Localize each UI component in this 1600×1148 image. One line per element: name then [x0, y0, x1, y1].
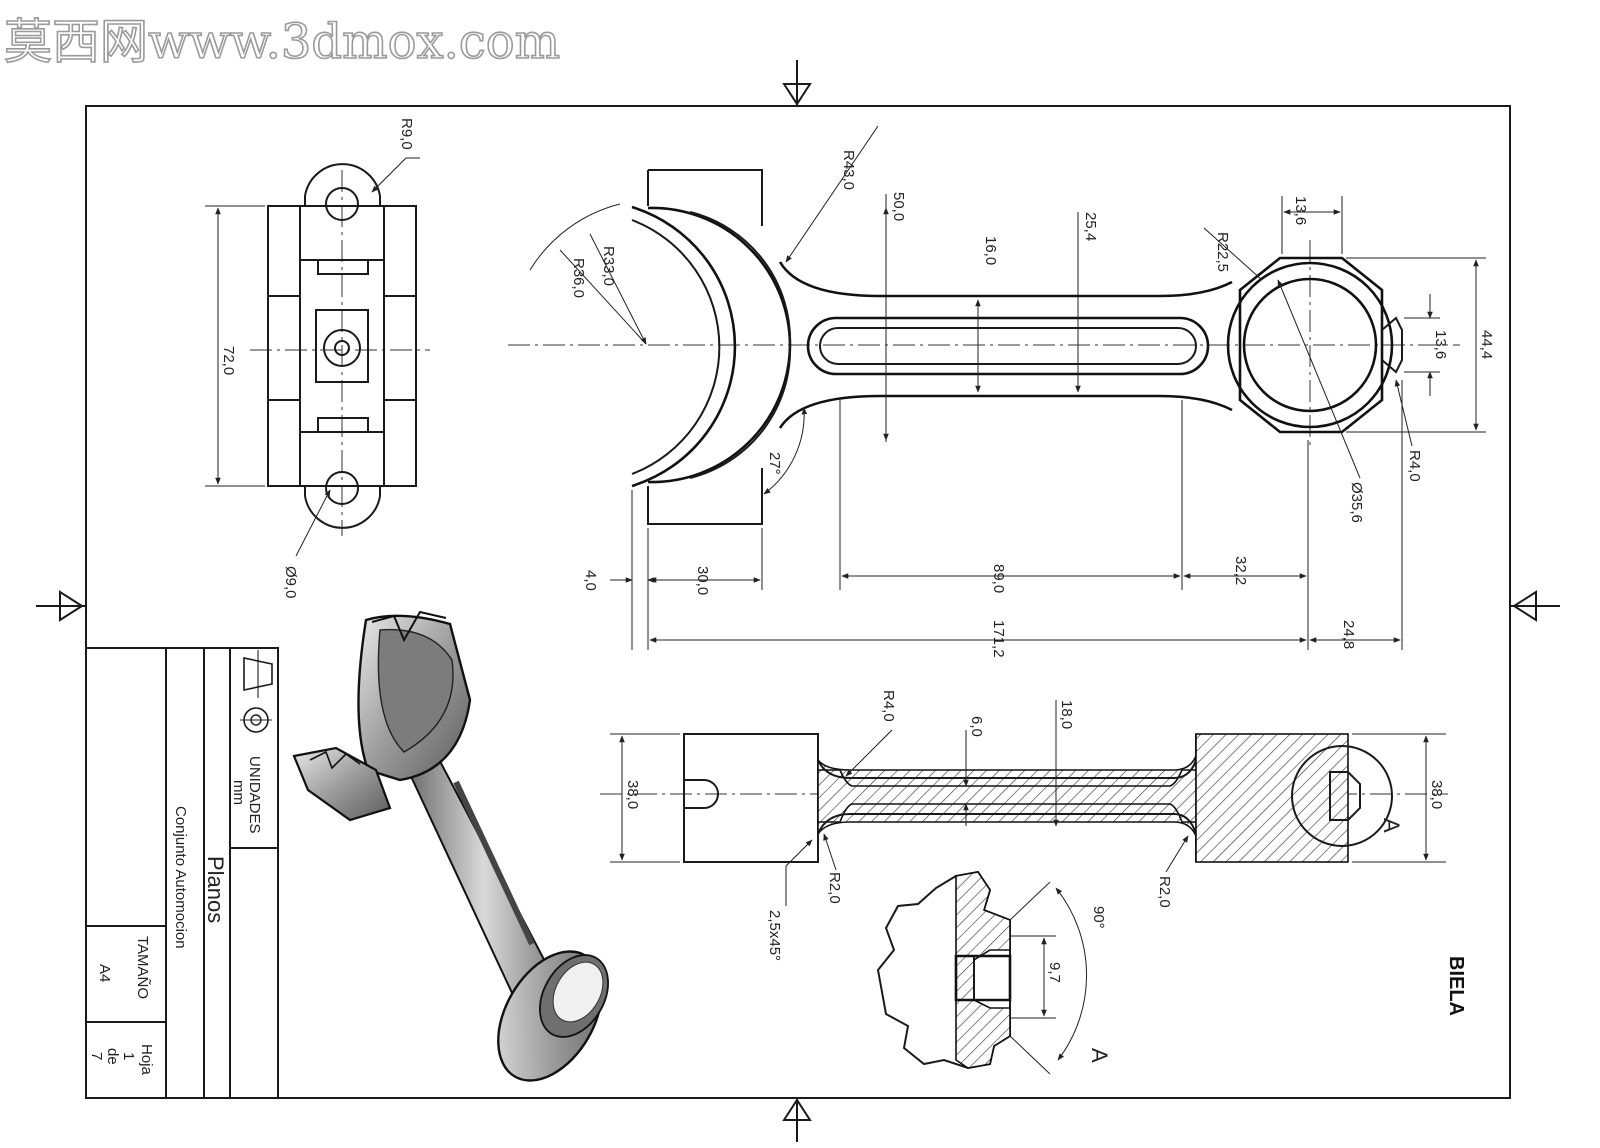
projection-symbol-icon: [240, 650, 273, 733]
dim-r9: R9,0: [398, 118, 415, 150]
assembly-name: Conjunto Automocion: [172, 806, 189, 949]
isometric-view: [292, 610, 609, 1082]
centering-marks: [36, 60, 1560, 1142]
dim-18: 18,0: [1058, 700, 1075, 729]
title-block: UNIDADES mm Planos Conjunto Automocion T…: [85, 647, 279, 1099]
dim-angle-90: 90°: [1090, 906, 1107, 929]
units-value: mm: [230, 780, 247, 805]
units-label: UNIDADES: [246, 756, 263, 834]
drawing-title: BIELA: [1445, 956, 1467, 1016]
detail-view: 9,7 90° A: [876, 870, 1112, 1075]
project-title: Planos: [203, 856, 228, 923]
dim-r36: R36,0: [570, 258, 587, 298]
sheet-total: 7: [88, 1052, 105, 1060]
dim-171: 171,2: [990, 620, 1007, 658]
dim-72: 72,0: [220, 346, 237, 375]
dim-r33: R33,0: [600, 246, 617, 286]
dim-38-left: 38,0: [624, 780, 641, 809]
detail-label-a: A: [1087, 1048, 1112, 1063]
dim-13-right: 13,6: [1432, 330, 1449, 359]
front-view: 50,0 16,0 25,4 R43,0 R33,0 R36,0 27° R22…: [508, 125, 1495, 658]
dim-24: 24,8: [1340, 620, 1357, 649]
dim-50: 50,0: [890, 192, 907, 221]
side-view: 72,0 R9,0 Ø9,0: [205, 118, 430, 599]
size-label: TAMAÑO: [134, 936, 151, 999]
dim-d35: Ø35,6: [1348, 482, 1365, 523]
dim-32: 32,2: [1232, 556, 1249, 585]
dim-25: 25,4: [1082, 212, 1099, 241]
section-view: A 38,0 38,0 6,0 18,0 R4,0 R2,0 R2,0 2,5x…: [600, 690, 1448, 961]
dim-chamfer: 2,5x45°: [766, 910, 783, 961]
dim-16: 16,0: [982, 236, 999, 265]
dim-r4-section: R4,0: [880, 690, 897, 722]
sheet-label: Hoja: [138, 1044, 155, 1076]
dim-d9: Ø9,0: [282, 566, 299, 599]
dim-4: 4,0: [582, 570, 599, 591]
section-label-a: A: [1379, 818, 1404, 833]
dim-r2-right: R2,0: [1156, 876, 1173, 908]
dim-89: 89,0: [990, 564, 1007, 593]
dim-r2-left: R2,0: [826, 872, 843, 904]
dim-r4-front: R4,0: [1406, 450, 1423, 482]
dim-38-right: 38,0: [1428, 780, 1445, 809]
sheet-of: de: [104, 1048, 121, 1065]
dim-13-top: 13,6: [1292, 196, 1309, 225]
watermark: 莫西网www.3dmox.com: [4, 14, 560, 70]
dim-44: 44,4: [1478, 330, 1495, 359]
dim-6: 6,0: [968, 716, 985, 737]
sheet-number: 1: [120, 1052, 137, 1060]
dim-angle-27: 27°: [766, 452, 783, 475]
dim-30: 30,0: [694, 566, 711, 595]
dim-r43: R43,0: [840, 150, 857, 190]
dim-9-7: 9,7: [1046, 962, 1063, 983]
size-value: A4: [96, 964, 113, 982]
dim-r22: R22,5: [1214, 232, 1231, 272]
